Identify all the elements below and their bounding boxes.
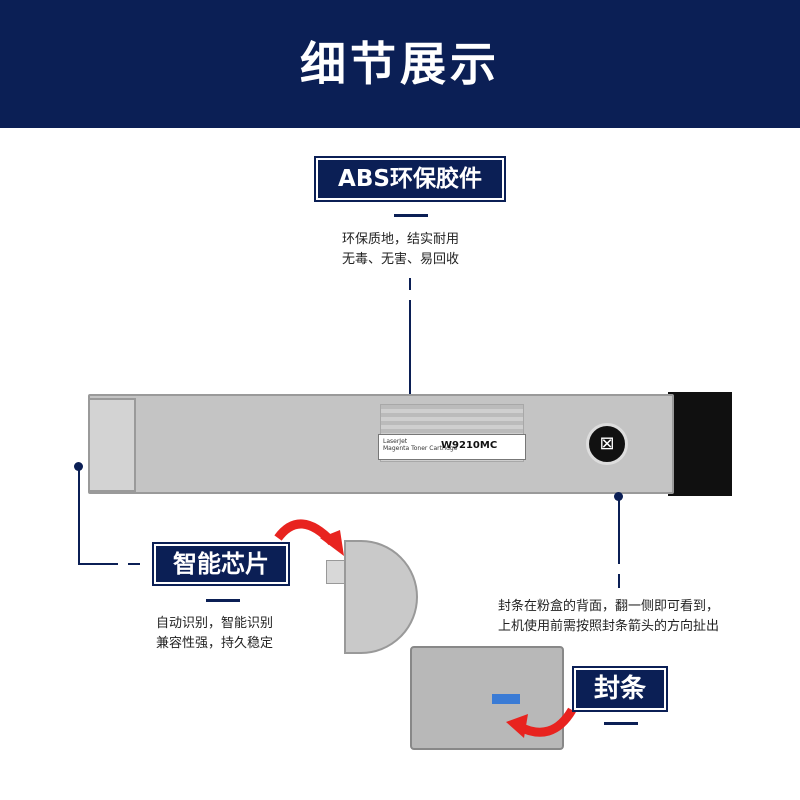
seal-connector: [618, 498, 620, 564]
chip-underline: [206, 599, 240, 602]
seal-desc-line-2: 上机使用前需按照封条箭头的方向扯出: [498, 619, 720, 634]
page-title: 细节展示: [300, 37, 500, 91]
cartridge-label: LaserJet Magenta Toner Cartridge W9210MC: [378, 434, 526, 460]
seal-underline: [604, 722, 638, 725]
chip-contact: [326, 560, 346, 584]
cartridge-black-end: [668, 392, 732, 496]
abs-connector-top: [409, 278, 411, 290]
label-brand: LaserJet: [383, 438, 408, 445]
abs-desc-line-1: 环保质地，结实耐用: [342, 232, 460, 247]
seal-arrow-icon: [506, 707, 576, 738]
seal-blue-arrow-icon: [492, 694, 520, 704]
seal-description: 封条在粉盒的背面，翻一侧即可看到， 上机使用前需按照封条箭头的方向扯出: [498, 597, 798, 637]
abs-underline: [394, 214, 428, 217]
seal-desc-line-1: 封条在粉盒的背面，翻一侧即可看到，: [498, 599, 720, 614]
chip-connector-horizontal: [78, 563, 118, 565]
chip-closeup-image: [344, 540, 418, 654]
seal-dot: [614, 492, 623, 501]
chip-connector-vertical: [78, 466, 80, 564]
chip-description: 自动识别，智能识别 兼容性强，持久稳定: [156, 614, 306, 654]
label-subtitle: Magenta Toner Cartridge: [383, 445, 458, 452]
abs-desc-line-2: 无毒、无害、易回收: [342, 252, 460, 267]
cartridge-lock-icon: ⊠: [586, 423, 628, 465]
header-banner: 细节展示: [0, 0, 800, 128]
abs-connector: [409, 300, 411, 396]
abs-tag: ABS环保胶件: [318, 160, 502, 198]
chip-desc-line-1: 自动识别，智能识别: [156, 616, 274, 631]
chip-arrow-icon: [274, 519, 344, 556]
abs-description: 环保质地，结实耐用 无毒、无害、易回收: [342, 230, 492, 270]
cartridge-endcap: [88, 398, 136, 492]
chip-tag: 智能芯片: [156, 546, 286, 582]
label-model: W9210MC: [441, 440, 498, 451]
chip-connector-end: [128, 563, 140, 565]
seal-tag: 封条: [576, 670, 664, 708]
chip-desc-line-2: 兼容性强，持久稳定: [156, 636, 274, 651]
seal-connector-end: [618, 574, 620, 588]
